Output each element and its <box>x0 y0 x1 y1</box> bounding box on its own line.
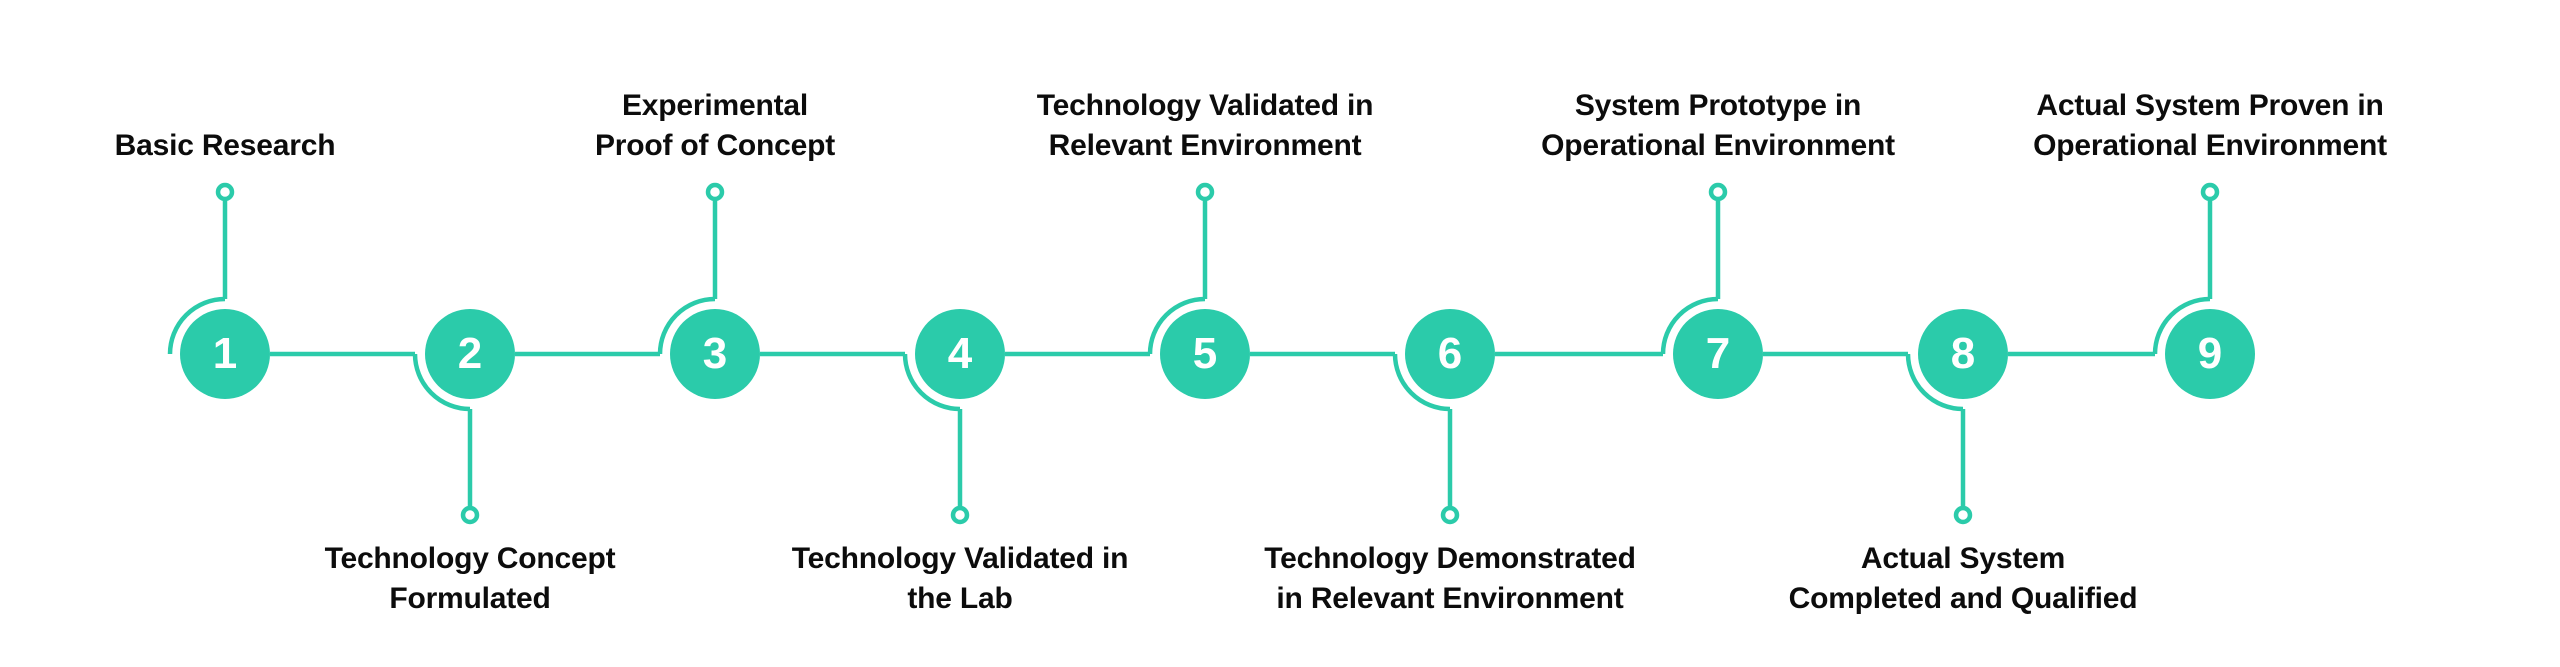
connector-wrap-arc <box>2152 296 2211 355</box>
connector-wrap-arc <box>412 353 471 412</box>
step-circle <box>1918 309 2008 399</box>
stem-tip-ring <box>950 505 970 525</box>
stem-tip-ring <box>1953 505 1973 525</box>
connector-wrap-arc <box>1905 353 1964 412</box>
step-circles <box>180 309 2255 399</box>
step-circle <box>425 309 515 399</box>
stem-tip-ring <box>2200 182 2220 202</box>
connector-wrap-arc <box>902 353 961 412</box>
stem-tip-ring <box>460 505 480 525</box>
stem-tip-ring <box>705 182 725 202</box>
connector-wrap-arc <box>1147 296 1206 355</box>
connector-wrap-arc <box>1392 353 1451 412</box>
step-circle <box>915 309 1005 399</box>
step-circle <box>670 309 760 399</box>
stem-tip-rings <box>215 182 2220 525</box>
stem-tip-ring <box>1440 505 1460 525</box>
connector-wrap-arc <box>167 296 226 355</box>
stem-tip-ring <box>1195 182 1215 202</box>
connector-wrap-arc <box>657 296 716 355</box>
connector-paths <box>167 199 2213 508</box>
step-circle <box>1673 309 1763 399</box>
step-circle <box>1160 309 1250 399</box>
connector-wrap-arc <box>1660 296 1719 355</box>
stem-tip-ring <box>1708 182 1728 202</box>
stem-tip-ring <box>215 182 235 202</box>
step-circle <box>1405 309 1495 399</box>
step-circle <box>180 309 270 399</box>
step-circle <box>2165 309 2255 399</box>
